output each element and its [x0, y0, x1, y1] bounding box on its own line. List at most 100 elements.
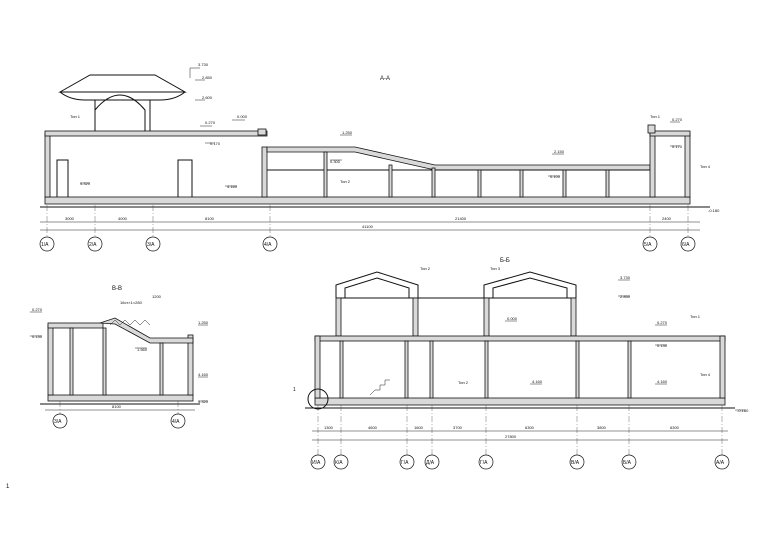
vv-column-2 — [102, 327, 107, 396]
bb-attic-right — [483, 271, 577, 298]
bb-dim: 6300 — [525, 425, 535, 430]
vv-column-1 — [69, 327, 74, 396]
svg-text:-0.180: -0.180 — [708, 208, 720, 213]
vv-steps — [109, 319, 151, 326]
aa-wall-right-1 — [649, 132, 656, 198]
svg-text:А/А: А/А — [716, 460, 725, 466]
aa-elevation-marks: 3.730 2.850 2.600 0.270 0.000 0.170 1.25… — [80, 62, 683, 189]
aa-pavilion-right — [149, 91, 186, 131]
svg-text:0.270: 0.270 — [32, 307, 43, 312]
aa-pavilion-roof — [58, 74, 187, 93]
svg-text:4.160: 4.160 — [657, 379, 668, 384]
bb-floor-slab — [314, 397, 726, 406]
aa-columns — [323, 151, 610, 198]
svg-text:4/А: 4/А — [264, 242, 272, 248]
bb-stairs — [369, 379, 390, 396]
svg-text:2.850: 2.850 — [202, 75, 213, 80]
svg-text:3/А: 3/А — [147, 242, 155, 248]
svg-text:1/А: 1/А — [41, 242, 49, 248]
bb-dim: 1600 — [414, 425, 424, 430]
bb-attic-right-inner — [492, 277, 568, 298]
aa-parapet-left — [257, 128, 267, 136]
aa-pavilion-arch-1 — [94, 94, 146, 131]
vv-roof-left — [47, 322, 104, 329]
bb-roof-slab — [314, 335, 726, 342]
svg-text:Тип 1: Тип 1 — [690, 314, 701, 319]
svg-text:1.250: 1.250 — [198, 320, 209, 325]
bb-wall — [335, 297, 342, 337]
aa-grid-lines — [46, 205, 689, 238]
svg-text:0.300: 0.300 — [330, 159, 341, 164]
vv-column-3 — [159, 342, 164, 396]
bb-wall-left — [314, 335, 321, 399]
aa-axis-bubbles: 1/А 2/А 3/А 4/А 5/А 6/А — [39, 236, 696, 252]
aa-dim: 2400 — [662, 216, 672, 221]
vv-floor-slab — [47, 394, 194, 402]
svg-text:0.130: 0.130 — [32, 334, 43, 339]
svg-text:0.100: 0.100 — [550, 174, 561, 179]
svg-text:Тип 4: Тип 4 — [700, 372, 711, 377]
aa-wall-right-2 — [684, 132, 691, 198]
bb-attic-left-inner — [344, 277, 410, 298]
vv-stair-roof — [99, 317, 194, 344]
aa-dim: 3000 — [65, 216, 75, 221]
svg-text:3.730: 3.730 — [198, 62, 209, 67]
svg-text:Тип 2: Тип 2 — [420, 266, 431, 271]
svg-text:Тип 1: Тип 1 — [70, 114, 81, 119]
svg-text:4.320: 4.320 — [198, 399, 209, 404]
svg-text:Д/А: Д/А — [426, 460, 435, 466]
vv-elevation-marks: 0.270 0.130 1.250 1.560 4.160 4.320 — [30, 307, 209, 404]
aa-pavilion-left — [59, 91, 96, 131]
vv-wall-right — [187, 334, 194, 396]
svg-text:0.000: 0.000 — [507, 316, 518, 321]
vv-axis-label: 3/А — [54, 419, 62, 425]
aa-dim-total: 41100 — [362, 224, 374, 229]
svg-text:0.170: 0.170 — [672, 144, 683, 149]
svg-text:В/А: В/А — [571, 460, 580, 466]
bb-callout-label: 1 — [293, 387, 296, 393]
aa-roof-right — [649, 130, 691, 137]
aa-wall-mid — [261, 146, 268, 198]
svg-text:2.850: 2.850 — [620, 294, 631, 299]
svg-text:Тип 2: Тип 2 — [458, 380, 469, 385]
aa-door-2 — [177, 159, 193, 197]
bb-wall — [412, 297, 419, 337]
svg-text:0.130: 0.130 — [657, 343, 668, 348]
bb-dim: 1300 — [324, 425, 334, 430]
vv-stair-note: 16ст×1×280 — [120, 300, 143, 305]
svg-text:0.270: 0.270 — [672, 117, 683, 122]
svg-text:-0.180: -0.180 — [737, 408, 749, 413]
svg-text:2/А: 2/А — [89, 242, 97, 248]
bb-dim: 3700 — [453, 425, 463, 430]
svg-text:5/А: 5/А — [644, 242, 652, 248]
svg-text:0.270: 0.270 — [205, 120, 216, 125]
aa-notes: Тип 1 Тип 2 Тип 1 Тип 4 -0.180 — [70, 114, 720, 213]
svg-text:0.270: 0.270 — [657, 320, 668, 325]
svg-text:3.730: 3.730 — [620, 275, 631, 280]
svg-text:6/А: 6/А — [682, 242, 690, 248]
svg-text:2.150: 2.150 — [554, 149, 565, 154]
page-number: 1 — [6, 484, 10, 490]
bb-wall — [570, 297, 577, 337]
svg-text:0.170: 0.170 — [210, 141, 221, 146]
svg-text:Тип 2: Тип 2 — [340, 179, 351, 184]
bb-dim-total: 27800 — [505, 434, 517, 439]
bb-elevation-marks: 3.730 2.850 0.000 0.270 0.130 4.160 4.16… — [505, 275, 749, 413]
bb-notes: Тип 2 Тип 3 Тип 1 Тип 2 Тип 4 — [420, 266, 711, 385]
svg-text:К/А: К/А — [335, 460, 343, 466]
aa-roof-left — [44, 130, 268, 137]
bb-axis-bubbles: И/А К/А Г/А Д/А Г/А В/А Б/А А/А — [310, 454, 730, 470]
aa-parapet-right — [647, 124, 656, 134]
vv-axis-bubble — [170, 413, 186, 429]
bb-dim: 6300 — [670, 425, 680, 430]
vv-wall-left — [47, 324, 54, 396]
section-vv-title: В-В — [112, 286, 122, 292]
svg-text:0.000: 0.000 — [237, 114, 248, 119]
svg-text:4.160: 4.160 — [532, 379, 543, 384]
svg-text:Г/А: Г/А — [401, 460, 409, 466]
section-vv: В-В 8100 1200 16ст×1×280 3/А 4/А 0.270 0… — [30, 286, 209, 429]
vv-axis-bubble — [52, 413, 68, 429]
vv-dim: 8100 — [112, 404, 122, 409]
bb-grid-lines — [317, 405, 723, 455]
aa-dim: 4000 — [118, 216, 128, 221]
